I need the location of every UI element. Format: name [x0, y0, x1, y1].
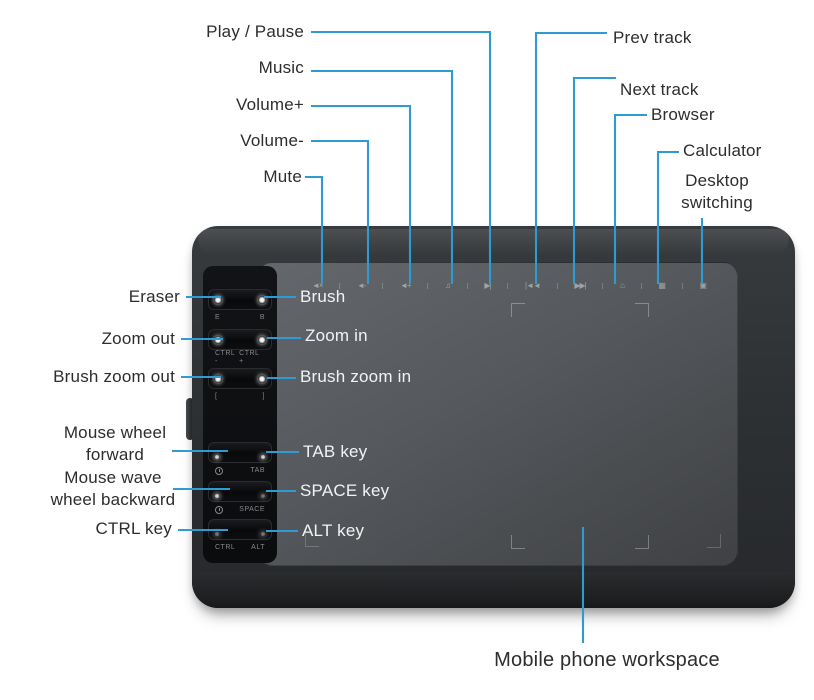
label-prev-track: Prev track [613, 28, 692, 47]
tablet-side-button [186, 398, 194, 440]
mute-icon: ◄× [312, 281, 324, 290]
label-space-key: SPACE key [300, 481, 390, 500]
music-icon: ♫ [445, 281, 451, 290]
phone-workspace-corner-br [635, 535, 649, 549]
label-brush-zoom-in: Brush zoom in [300, 367, 412, 386]
label-music: Music [258, 58, 304, 77]
label-tab-key: TAB key [303, 442, 368, 461]
label-volume-up: Volume+ [235, 95, 304, 114]
express-key-zoom [208, 329, 272, 350]
label-zoom-out: Zoom out [101, 329, 175, 348]
volume-down-icon: ◄- [357, 281, 367, 290]
label-alt-key: ALT key [302, 521, 365, 540]
express-keys-panel [203, 266, 277, 563]
key-label-bracket-right: ] [262, 393, 265, 400]
key-label-ctrl: CTRL [215, 544, 236, 551]
label-ctrl-key: CTRL key [95, 519, 172, 538]
label-eraser: Eraser [128, 287, 180, 306]
mouse-wheel-icon [215, 506, 223, 514]
tablet-front-edge [192, 572, 795, 608]
label-zoom-in: Zoom in [305, 326, 368, 345]
phone-workspace-corner-tr [635, 303, 649, 317]
label-next-track: Next track [620, 80, 699, 99]
key-label-ctrl-minus: CTRL - [215, 350, 236, 365]
browser-icon: ⌂ [620, 281, 625, 290]
touch-key-strip: ◄× ◄- ◄+ ♫ ▶| |◄◄ ▶▶| ⌂ ▦ ▣ [312, 279, 707, 293]
calculator-icon: ▦ [658, 281, 666, 290]
label-browser: Browser [651, 105, 715, 124]
label-calculator: Calculator [683, 141, 762, 160]
key-label-e: E [215, 314, 221, 321]
graphics-tablet: ◄× ◄- ◄+ ♫ ▶| |◄◄ ▶▶| ⌂ ▦ ▣ E B [192, 226, 795, 608]
label-play-pause: Play / Pause [206, 22, 304, 41]
phone-workspace-corner-bl [511, 535, 525, 549]
label-desktop-switching: Desktop switching [681, 171, 753, 212]
label-mobile-phone-workspace: Mobile phone workspace [494, 649, 720, 671]
key-label-alt: ALT [251, 544, 265, 551]
label-brush-zoom-out: Brush zoom out [53, 367, 175, 386]
workspace-corner-bl [305, 533, 319, 547]
workspace-corner-br [707, 534, 721, 548]
express-key-brush-zoom [208, 368, 272, 389]
play-pause-icon: ▶| [484, 281, 491, 290]
express-key-eraser-brush [208, 289, 272, 310]
label-mouse-wheel-forward: Mouse wheel forward [63, 423, 167, 464]
next-track-icon: ▶▶| [574, 281, 586, 290]
desktop-switch-icon: ▣ [699, 281, 707, 290]
key-label-b: B [259, 314, 265, 321]
key-label-bracket-left: [ [215, 393, 218, 400]
key-label-ctrl-plus: CTRL + [239, 350, 260, 365]
prev-track-icon: |◄◄ [525, 281, 541, 290]
label-volume-down: Volume- [240, 131, 304, 150]
label-brush: Brush [300, 287, 346, 306]
key-label-tab: TAB [250, 467, 265, 474]
volume-up-icon: ◄+ [400, 281, 412, 290]
mouse-wheel-icon [215, 467, 223, 475]
express-key-wheel-forward-tab [208, 442, 272, 463]
phone-workspace-corner-tl [511, 303, 525, 317]
label-mute: Mute [263, 167, 302, 186]
tablet-active-surface [258, 262, 738, 566]
label-mouse-wheel-backward: Mouse wave wheel backward [50, 468, 176, 509]
express-key-wheel-backward-space [208, 481, 272, 502]
express-key-ctrl-alt [208, 519, 272, 540]
key-label-space: SPACE [239, 506, 265, 513]
